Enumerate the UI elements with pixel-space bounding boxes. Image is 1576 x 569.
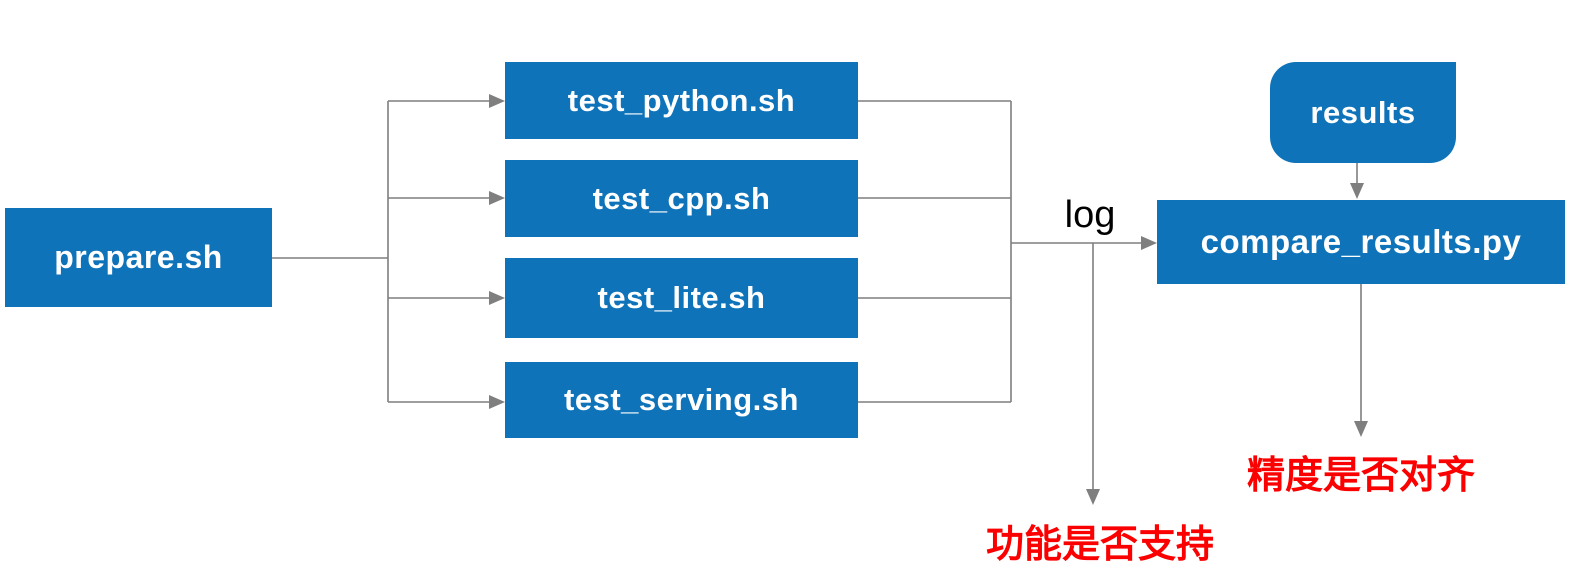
node-compare-results-py: compare_results.py [1157, 200, 1565, 284]
edge-label-log: log [1064, 194, 1116, 236]
node-test-python-sh: test_python.sh [505, 62, 858, 139]
node-test-serving-sh: test_serving.sh [505, 362, 858, 438]
node-test-lite-sh: test_lite.sh [505, 258, 858, 338]
outcome-accuracy-aligned: 精度是否对齐 [1246, 455, 1475, 497]
node-prepare-sh: prepare.sh [5, 208, 272, 307]
outcome-function-support: 功能是否支持 [985, 524, 1214, 566]
node-test-cpp-sh: test_cpp.sh [505, 160, 858, 237]
node-results: results [1270, 62, 1456, 163]
